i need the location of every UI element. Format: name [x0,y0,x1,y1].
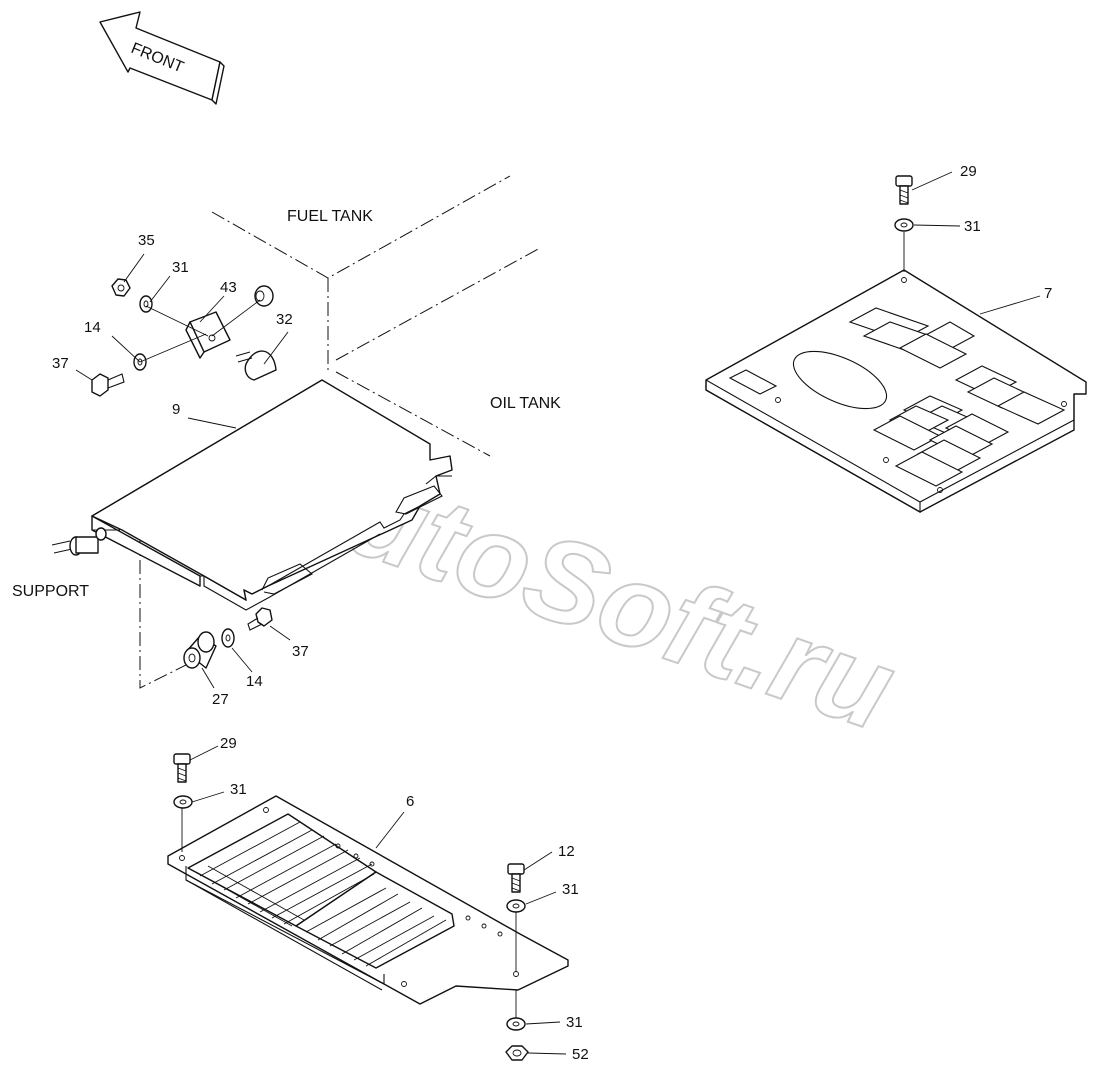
leader-lines-lower [181,745,567,1055]
floor-plate-7 [705,269,1087,513]
callout-9: 9 [172,401,180,418]
leader-lines-upper [75,253,291,689]
washer-31-bottom-icon [506,1017,526,1031]
callout-37-lower: 37 [292,643,309,660]
callout-43: 43 [220,279,237,296]
callout-14-lower: 14 [246,673,263,690]
callout-29-lower: 29 [220,735,237,752]
grated-plate-6 [167,795,569,1005]
bolt-29-right-icon [895,175,913,205]
callout-27: 27 [212,691,229,708]
callout-31-upper: 31 [172,259,189,276]
callout-6: 6 [406,793,414,810]
cover-plate-9 [91,379,453,611]
callout-31-lower-right: 31 [562,881,579,898]
nut-52-icon [505,1045,529,1061]
callout-31-bottom: 31 [566,1014,583,1031]
callout-52: 52 [572,1046,589,1063]
fuel-tank-label: FUEL TANK [287,208,373,225]
washer-31-lower-left-icon [173,795,193,809]
washer-14-lower-icon [221,628,235,648]
callout-31-right: 31 [964,218,981,235]
bolt-37-upper-icon [91,373,125,397]
callout-31-lower-left: 31 [230,781,247,798]
callout-35: 35 [138,232,155,249]
washer-31-lower-right-icon [506,899,526,913]
washer-31-right-icon [894,218,914,232]
bracket-43-icon [185,311,231,359]
callout-12: 12 [558,843,575,860]
callout-37-upper: 37 [52,355,69,372]
bushing-27-icon [183,631,217,669]
plate-7-slots [728,307,1066,487]
washer-31-icon [139,295,153,313]
bolt-12-icon [507,863,525,893]
callout-14-upper: 14 [84,319,101,336]
support-stub [51,536,99,556]
spacer-sleeve-icon [254,285,274,307]
nut-35-icon [111,278,131,297]
oil-tank-label: OIL TANK [490,395,561,412]
bolt-29-lower-icon [173,753,191,783]
front-arrow-icon: FRONT [99,11,225,105]
support-label: SUPPORT [12,583,89,600]
callout-32: 32 [276,311,293,328]
callout-29-right: 29 [960,163,977,180]
plate-6-grating-bars [195,821,447,967]
callout-7: 7 [1044,285,1052,302]
bolt-37-lower-icon [247,607,273,631]
